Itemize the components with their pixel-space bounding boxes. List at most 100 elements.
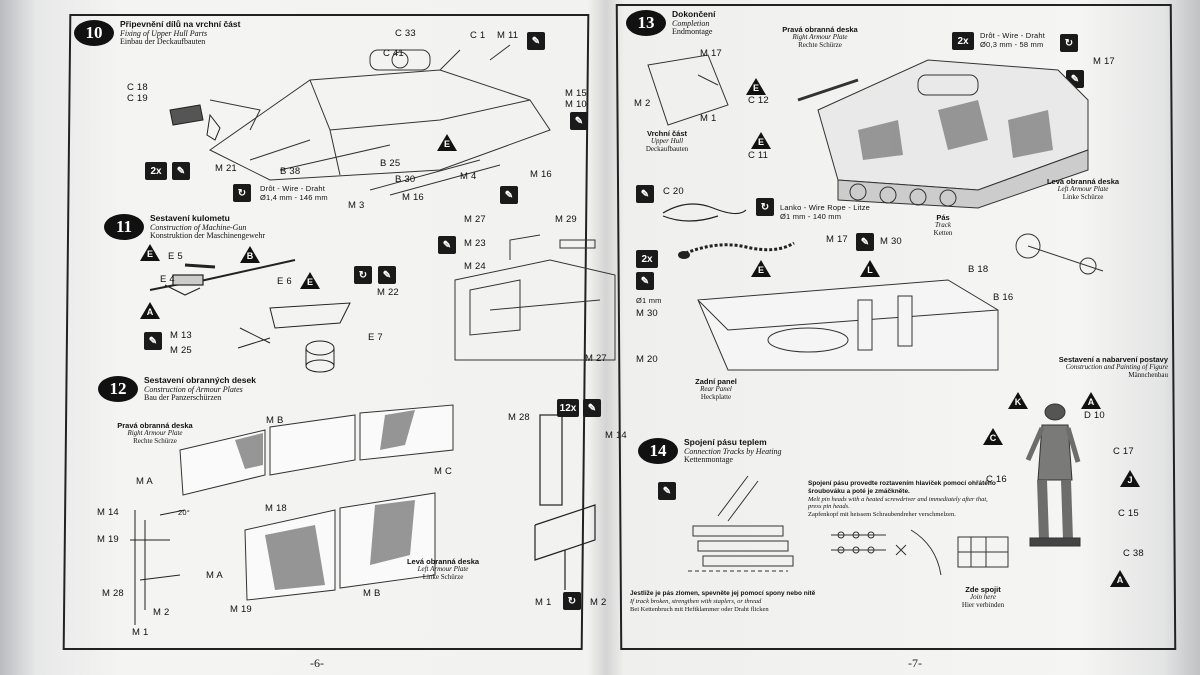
part-label: M B bbox=[363, 588, 381, 599]
figure-caption: Sestavení a nabarvení postavy Constructi… bbox=[1058, 355, 1168, 379]
part-label: M 16 bbox=[402, 192, 424, 203]
part-label: C 19 bbox=[127, 93, 148, 104]
right-page: 13 Dokončení Completion Endmontage Pravá… bbox=[608, 0, 1188, 675]
figure-part-label: C 38 bbox=[1123, 548, 1144, 559]
wire-note: Drôt - Wire - Draht bbox=[260, 184, 326, 193]
sprue-e-marker: E bbox=[751, 132, 771, 149]
sprue-e-marker: E bbox=[140, 244, 160, 261]
quantity-badge: 2x bbox=[145, 162, 167, 180]
sprue-e-marker: E bbox=[751, 260, 771, 277]
part-label: M 17 bbox=[1093, 56, 1115, 67]
wire-note: Drôt - Wire - Draht bbox=[980, 31, 1046, 40]
track-join-drawing bbox=[957, 536, 1009, 568]
glue-icon: ✎ bbox=[378, 266, 396, 284]
rope-dimension: Ø1 mm - 140 mm bbox=[780, 212, 842, 221]
glue-icon: ✎ bbox=[144, 332, 162, 350]
angle-label: 20° bbox=[178, 508, 190, 517]
sprue-j-marker: J bbox=[1120, 470, 1140, 487]
part-label: C 12 bbox=[748, 95, 769, 106]
track-tool-drawing bbox=[1015, 233, 1104, 275]
sprue-b-marker: B bbox=[240, 246, 260, 263]
right-plate-caption: Pravá obranná deska Right Armour Plate R… bbox=[117, 421, 193, 445]
part-label: E 4 bbox=[160, 274, 175, 285]
part-label: M B bbox=[266, 415, 284, 426]
part-label: C 11 bbox=[748, 150, 769, 161]
upper-hull-drawing bbox=[209, 44, 551, 196]
track-heating-drawing bbox=[688, 475, 794, 572]
rotate-icon: ↻ bbox=[1060, 34, 1078, 52]
step-number: 14 bbox=[638, 438, 678, 464]
part-label: M 25 bbox=[170, 345, 192, 356]
part-label: M 2 bbox=[634, 98, 651, 109]
sprue-e-marker: E bbox=[437, 134, 457, 151]
part-label: M 24 bbox=[464, 261, 486, 272]
part-label: M 21 bbox=[215, 163, 237, 174]
quantity-badge: 12x bbox=[557, 399, 579, 417]
part-label: C 20 bbox=[663, 186, 684, 197]
step-title-en: Completion bbox=[672, 18, 710, 28]
step-title-de: Kettenmontage bbox=[684, 455, 733, 465]
sprue-c-marker: C bbox=[983, 428, 1003, 445]
rear-panel-drawing bbox=[697, 279, 999, 371]
part-label: M 11 bbox=[497, 30, 519, 41]
part-label: M 2 bbox=[153, 607, 170, 618]
rope-diameter: Ø1 mm bbox=[636, 296, 662, 305]
step-10-header: 10 Připevnění dílů na vrchní část Fixing… bbox=[74, 19, 241, 47]
step-title-en: Construction of Armour Plates bbox=[144, 384, 243, 394]
armour-plates-drawing bbox=[179, 404, 454, 601]
mg-mount-drawing bbox=[237, 302, 351, 373]
part-label: M 18 bbox=[265, 503, 287, 514]
rope-clip-drawing bbox=[662, 203, 747, 222]
part-label: M A bbox=[206, 570, 223, 581]
rotate-icon: ↻ bbox=[563, 592, 581, 610]
quantity-badge: 2x bbox=[952, 32, 974, 50]
upper-hull-detail-drawing bbox=[647, 54, 729, 126]
step-title-cz: Spojení pásu teplem bbox=[684, 437, 767, 447]
part-label: B 30 bbox=[395, 174, 416, 185]
step-title-de: Einbau der Deckaufbauten bbox=[120, 37, 206, 47]
part-label: M 1 bbox=[132, 627, 149, 638]
rotate-icon: ↻ bbox=[354, 266, 372, 284]
wire-dimension: Ø0,3 mm - 58 mm bbox=[980, 40, 1044, 49]
part-label: M 17 bbox=[826, 234, 848, 245]
glue-icon: ✎ bbox=[438, 236, 456, 254]
part-label: B 18 bbox=[968, 264, 989, 275]
sprue-e-marker: E bbox=[746, 78, 766, 95]
part-label: M 14 bbox=[605, 430, 627, 441]
part-label: M 15 bbox=[565, 88, 587, 99]
part-label: M 1 bbox=[535, 597, 552, 608]
plate-hanger-drawing bbox=[534, 414, 596, 590]
glue-icon: ✎ bbox=[636, 272, 654, 290]
rotate-icon: ↻ bbox=[756, 198, 774, 216]
part-label: M 19 bbox=[230, 604, 252, 615]
sprue-e-marker: E bbox=[300, 272, 320, 289]
step-title-cz: Připevnění dílů na vrchní část bbox=[120, 19, 241, 29]
sprue-a-marker: A bbox=[1110, 570, 1130, 587]
part-label: E 5 bbox=[168, 251, 183, 262]
glue-icon: ✎ bbox=[658, 482, 676, 500]
glue-icon: ✎ bbox=[636, 185, 654, 203]
part-label: M C bbox=[434, 466, 453, 477]
step-11-header: 11 Sestavení kulometu Construction of Ma… bbox=[104, 213, 265, 241]
step-12-header: 12 Sestavení obranných desek Constructio… bbox=[98, 375, 256, 403]
quantity-badge: 2x bbox=[636, 250, 658, 268]
left-page: 10 Připevnění dílů na vrchní část Fixing… bbox=[40, 0, 627, 675]
part-label: M 29 bbox=[555, 214, 577, 225]
part-label: M 17 bbox=[700, 48, 722, 59]
part-label: M 14 bbox=[97, 507, 119, 518]
glue-icon: ✎ bbox=[570, 112, 588, 130]
join-here-caption: Zde spojit Join here Hier verbinden bbox=[961, 585, 1005, 609]
sprue-a-marker: A bbox=[140, 302, 160, 319]
part-label: E 6 bbox=[277, 276, 292, 287]
part-label: M 28 bbox=[508, 412, 530, 423]
part-label: M 22 bbox=[377, 287, 399, 298]
part-label: M 3 bbox=[348, 200, 365, 211]
right-plate-caption: Pravá obranná deska Right Armour Plate R… bbox=[782, 25, 858, 49]
soldier-figure-drawing bbox=[1025, 403, 1081, 547]
glue-icon: ✎ bbox=[172, 162, 190, 180]
page-number: -7- bbox=[908, 656, 922, 670]
step-number: 10 bbox=[74, 20, 114, 46]
step-title-en: Construction of Machine-Gun bbox=[150, 222, 247, 232]
figure-part-label: D 10 bbox=[1084, 410, 1105, 421]
